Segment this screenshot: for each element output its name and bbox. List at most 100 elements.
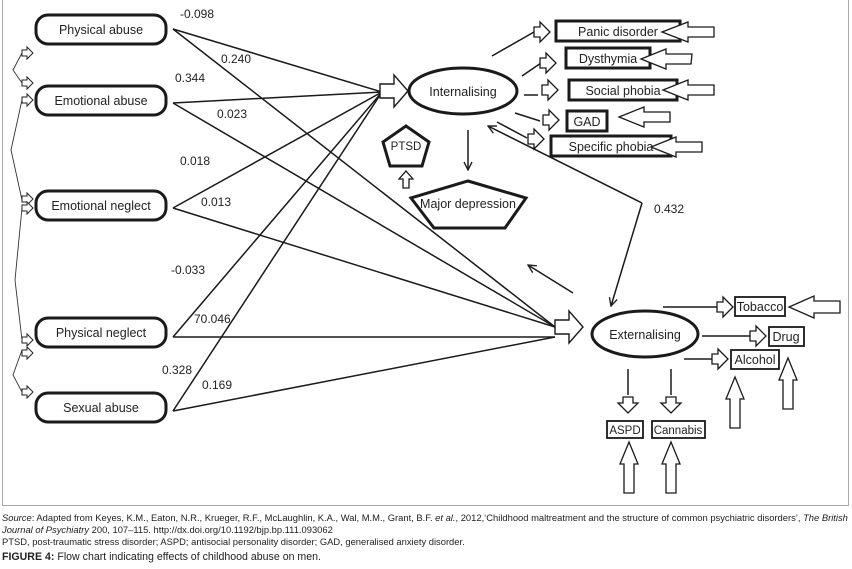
arrow-right-icon: [711, 347, 729, 371]
small-arrow-icon: [21, 92, 34, 108]
figure-label: FIGURE 4:: [2, 551, 55, 563]
node-label: Internalising: [429, 85, 496, 99]
coef-physical-neglect-int: -0.033: [171, 263, 205, 277]
figure-caption-text: Flow chart indicating effects of childho…: [57, 551, 321, 563]
arrow-right-icon: [749, 324, 767, 348]
coef-emotional-abuse-ext: 0.023: [217, 107, 247, 121]
path-emotional-abuse-internalising: [172, 91, 383, 104]
node-label: Specific phobia: [569, 140, 654, 154]
arrow-down-icon: [659, 396, 683, 414]
node-physical-abuse: Physical abuse: [34, 13, 168, 46]
node-specific-phobia: Specific phobia: [549, 134, 673, 158]
arrow-right-icon: [533, 20, 551, 44]
coef-emotional-neglect-ext: 0.013: [201, 195, 231, 209]
node-cannabis: Cannabis: [651, 420, 706, 439]
connector-en-pn: [14, 207, 23, 341]
arrow-left-icon: [660, 21, 715, 43]
small-arrow-icon: [21, 45, 34, 61]
node-label: Social phobia: [585, 84, 660, 98]
source-note: Source: Adapted from Keyes, K.M., Eaton,…: [2, 512, 850, 535]
coef-physical-neglect-ext: 70.046: [194, 312, 231, 326]
path-physical-abuse-internalising: [172, 28, 383, 93]
node-emotional-neglect: Emotional neglect: [34, 189, 168, 222]
arrow-left-icon: [649, 136, 703, 158]
node-label: Panic disorder: [578, 25, 658, 39]
arrow-right-icon: [539, 51, 557, 75]
path-emotional-neglect-externalising: [172, 207, 556, 328]
node-label: PTSD: [391, 141, 422, 153]
arrow-up-icon: [725, 375, 745, 429]
arrow-down-icon: [616, 396, 640, 414]
arrow-up-icon: [397, 170, 415, 189]
arrow-right-icon: [542, 108, 560, 132]
node-label: ASPD: [609, 425, 640, 437]
path-physical-neglect-internalising: [172, 91, 383, 338]
arrow-up-icon: [661, 440, 681, 494]
arrow-right-icon: [716, 295, 734, 319]
arrow-right-icon: [541, 78, 559, 102]
arrow-left-icon: [639, 48, 693, 70]
node-label: Sexual abuse: [63, 401, 139, 415]
arrow-left-icon: [617, 106, 671, 128]
small-arrow-icon: [21, 332, 34, 348]
coef-emotional-abuse-int: 0.344: [175, 71, 205, 85]
coef-sexual-abuse-int: 0.328: [162, 363, 192, 377]
coef-physical-abuse-int: -0.098: [180, 7, 214, 21]
small-arrow-icon: [21, 200, 34, 216]
internalising-outputs: [491, 31, 542, 139]
node-label: Emotional neglect: [51, 199, 151, 213]
diagram-frame: [2, 0, 849, 506]
source-etal: et al.: [435, 512, 456, 523]
abuse-type-nodes: Physical abuse Emotional abuse Emotional…: [34, 13, 168, 424]
node-label: Major depression: [420, 197, 516, 211]
node-label: Externalising: [609, 328, 681, 342]
internalising-disorder-nodes: Panic disorder Dysthymia Social phobia G…: [549, 19, 682, 158]
connector-pa-ea: [12, 52, 23, 84]
arrow-into-internalising-icon: [379, 73, 409, 109]
arrow-up-icon: [619, 440, 639, 494]
node-ptsd: PTSD: [381, 124, 431, 168]
externalising-disorder-nodes: Tobacco Drug Alcohol ASPD Cannabis: [606, 296, 805, 439]
node-label: Tobacco: [737, 300, 784, 314]
coef-int-ext-correlation: 0.432: [654, 202, 684, 216]
coef-physical-abuse-ext: 0.240: [221, 52, 251, 66]
node-panic-disorder: Panic disorder: [554, 19, 682, 43]
node-dysthymia: Dysthymia: [564, 46, 652, 70]
node-alcohol: Alcohol: [730, 349, 780, 370]
source-text-2: , 2012,‘Childhood maltreatment and the s…: [455, 512, 804, 523]
figure-caption: FIGURE 4: Flow chart indicating effects …: [2, 551, 321, 563]
node-label: Cannabis: [654, 425, 703, 437]
arrow-up-icon: [778, 356, 798, 410]
node-label: Alcohol: [735, 353, 776, 367]
small-arrow-icon: [21, 384, 34, 400]
coef-emotional-neglect-int: 0.018: [180, 154, 210, 168]
path-emotional-abuse-externalising: [172, 102, 556, 328]
source-text-1: : Adapted from Keyes, K.M., Eaton, N.R.,…: [31, 512, 436, 523]
node-externalising: Externalising: [590, 309, 700, 359]
node-internalising: Internalising: [407, 66, 519, 116]
int-ext-correlation-path: [488, 126, 643, 306]
node-major-depression: Major depression: [408, 179, 529, 230]
node-label: Physical abuse: [59, 23, 143, 37]
arrow-right-icon: [527, 127, 545, 151]
arrow-left-icon: [661, 79, 715, 101]
node-label: Emotional abuse: [54, 94, 147, 108]
internalising-output-arrows: [527, 20, 560, 151]
node-gad: GAD: [565, 109, 609, 133]
node-aspd: ASPD: [606, 420, 644, 439]
path-sexual-abuse-internalising: [172, 91, 383, 412]
connector-pn-sa: [12, 349, 23, 393]
connector-arrowheads: [21, 45, 34, 400]
residual-arrows-externalising: [619, 295, 841, 494]
node-emotional-abuse: Emotional abuse: [34, 84, 168, 117]
flow-diagram: Physical abuse Emotional abuse Emotional…: [10, 7, 841, 494]
arrow-into-externalising-icon: [554, 309, 584, 345]
small-arrow-icon: [21, 345, 34, 361]
residual-arrows-internalising: [617, 21, 715, 158]
node-label: GAD: [573, 115, 600, 129]
node-physical-neglect: Physical neglect: [34, 316, 168, 349]
path-lines: [172, 28, 556, 412]
source-text-3: 200, 107–115. http://dx.doi.org/10.1192/…: [89, 523, 333, 535]
correlation-connectors: [10, 52, 23, 393]
path-emotional-neglect-internalising: [172, 91, 383, 209]
